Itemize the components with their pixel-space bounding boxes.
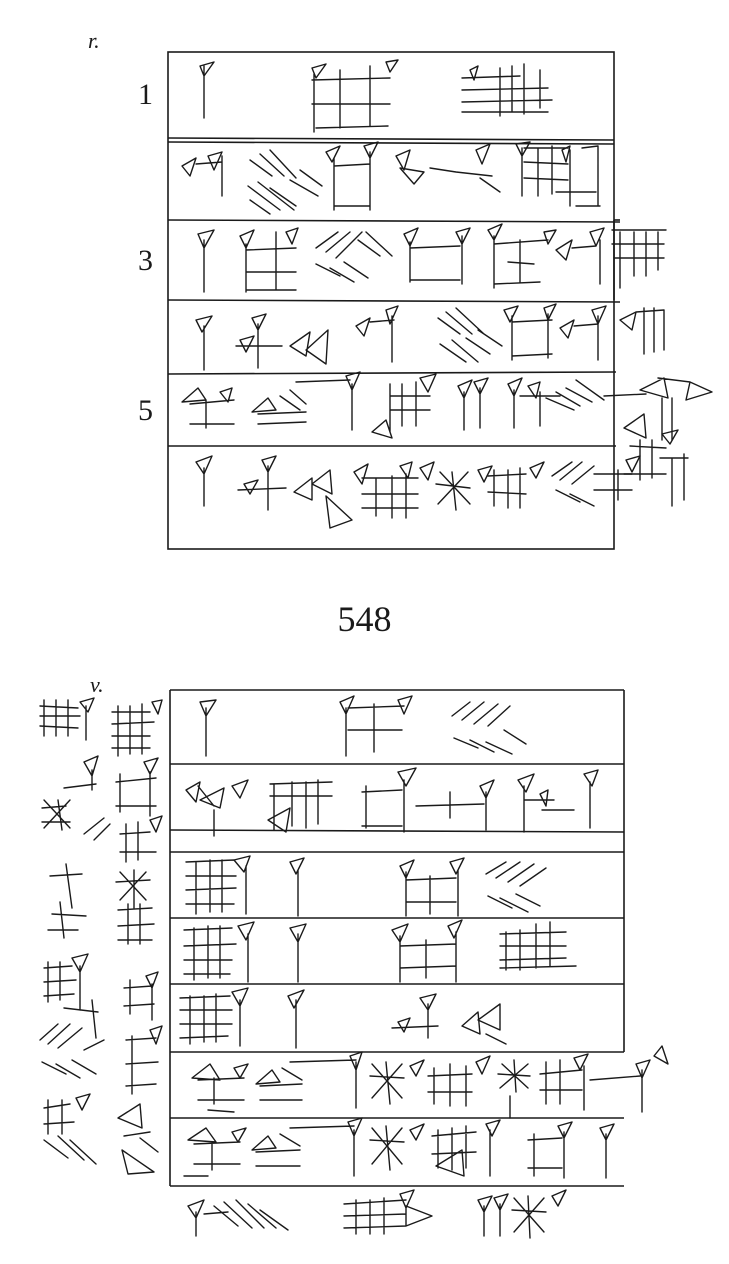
line-number-5: 5 (138, 394, 153, 427)
line-number-1: 1 (138, 78, 153, 111)
catalog-number: 548 (337, 599, 392, 639)
obverse-side-label: r. (88, 28, 100, 53)
line-number-3: 3 (138, 244, 153, 277)
reverse-side-label: v. (90, 672, 104, 697)
